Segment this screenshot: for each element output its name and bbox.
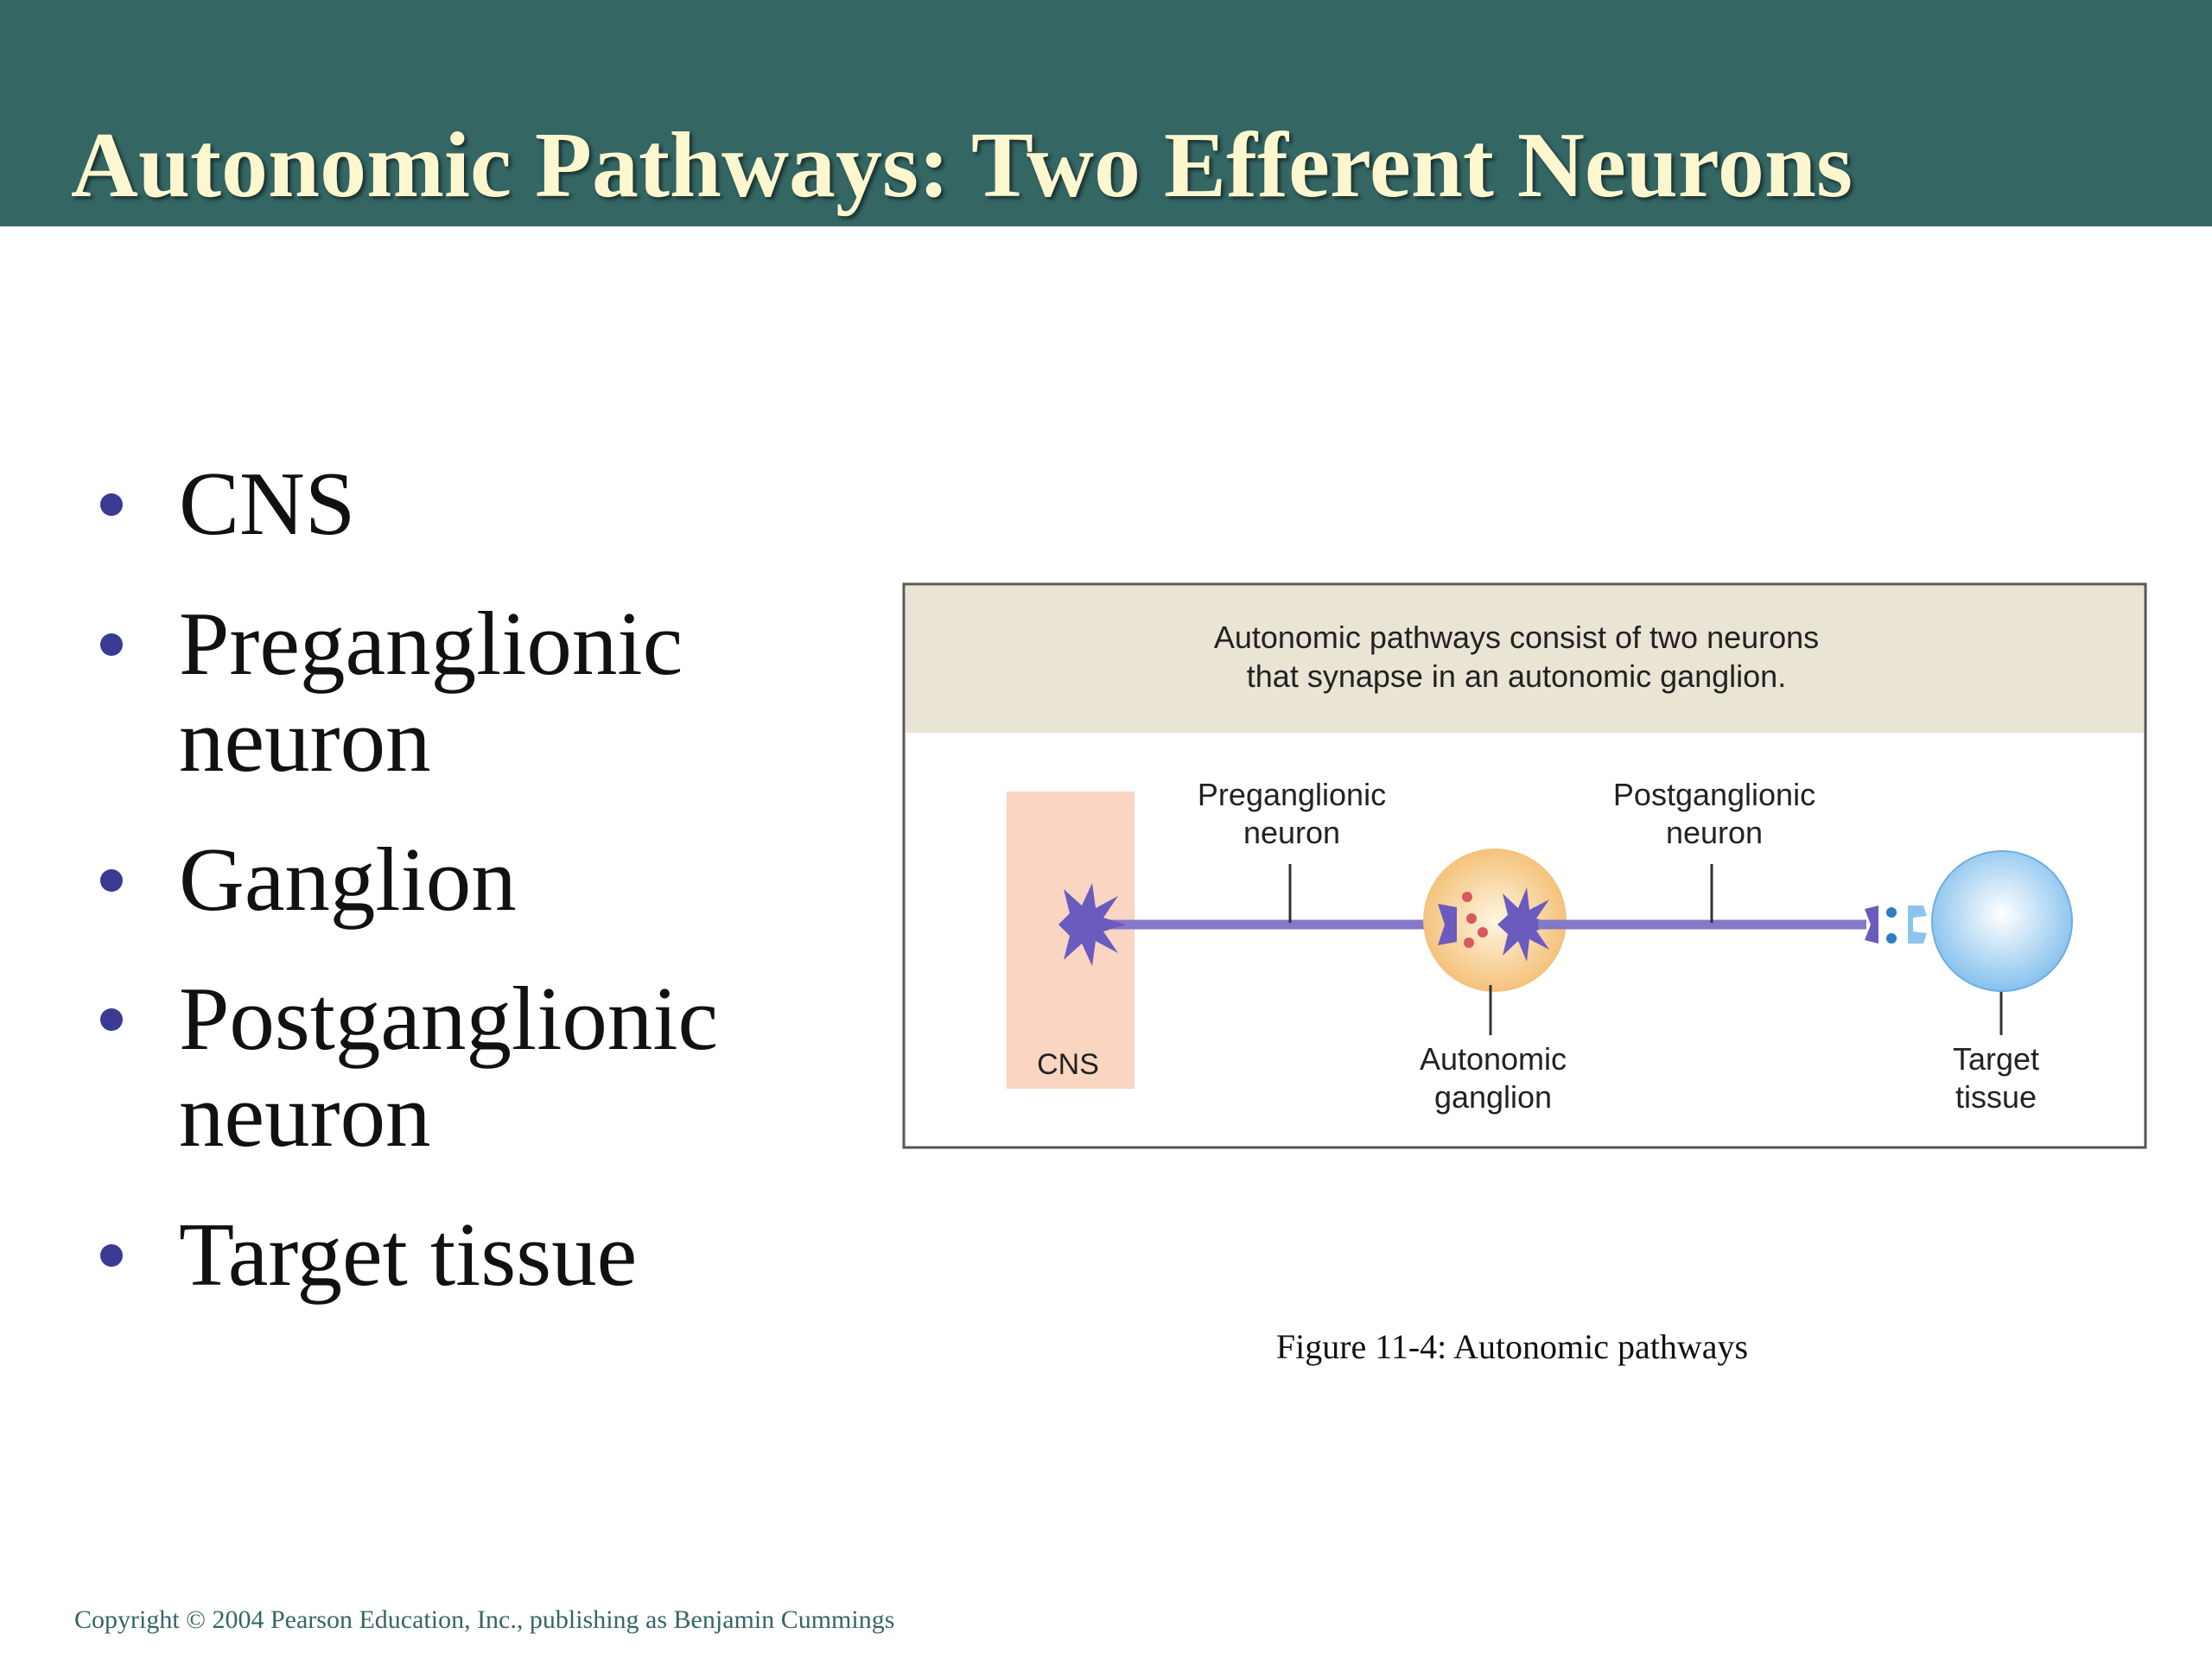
postganglionic-cell-body — [1497, 887, 1555, 962]
bullet-text: CNS — [179, 453, 356, 554]
target-tissue-cell — [1931, 850, 2073, 992]
preganglionic-label-line1: Preganglionic — [1198, 777, 1386, 812]
postganglionic-label-line2: neuron — [1666, 815, 1763, 850]
ganglion-label-line2: ganglion — [1434, 1079, 1552, 1115]
postganglionic-axon-terminal — [1865, 906, 1878, 944]
target-label-line2: tissue — [1955, 1079, 2037, 1115]
figure-header-band — [906, 586, 2144, 733]
bullet-text: Preganglionic — [179, 593, 683, 694]
copyright-notice: Copyright © 2004 Pearson Education, Inc.… — [74, 1605, 895, 1634]
bullet-dot — [100, 1008, 123, 1031]
neurotransmitter-vesicle — [1886, 933, 1897, 944]
bullet-text: Postganglionic — [179, 968, 719, 1069]
neurotransmitter-vesicle — [1886, 907, 1897, 918]
title-bar — [0, 0, 2212, 226]
postganglionic-label-line1: Postganglionic — [1613, 777, 1815, 812]
bullet-dot — [100, 633, 123, 656]
bullet-text-continuation: neuron — [179, 1065, 431, 1166]
autonomic-ganglion — [1423, 849, 1567, 992]
bullet-dot — [100, 869, 123, 892]
target-label-line1: Target — [1953, 1041, 2039, 1077]
bullet-text: Ganglion — [179, 829, 517, 930]
preganglionic-cell-body — [1058, 883, 1126, 966]
bullet-dot — [100, 493, 123, 516]
bullet-text-continuation: neuron — [179, 690, 431, 791]
ganglion-label-line1: Autonomic — [1420, 1041, 1567, 1077]
neurotransmitter-vesicle — [1466, 913, 1477, 924]
target-receptor — [1908, 906, 1927, 944]
neurotransmitter-vesicle — [1462, 892, 1472, 902]
neurotransmitter-vesicle — [1464, 938, 1474, 948]
bullet-text: Target tissue — [179, 1204, 638, 1305]
figure-header-line2: that synapse in an autonomic ganglion. — [1247, 658, 1786, 694]
cns-label: CNS — [1037, 1048, 1099, 1081]
neurotransmitter-vesicle — [1478, 927, 1488, 938]
figure-caption: Figure 11-4: Autonomic pathways — [1275, 1327, 1749, 1366]
preganglionic-label-line2: neuron — [1243, 815, 1340, 850]
preganglionic-axon-terminal — [1438, 904, 1457, 945]
slide-title: Autonomic Pathways: Two Efferent Neurons — [71, 114, 1853, 217]
figure-header-line1: Autonomic pathways consist of two neuron… — [1214, 620, 1819, 655]
bullet-dot — [100, 1244, 123, 1267]
